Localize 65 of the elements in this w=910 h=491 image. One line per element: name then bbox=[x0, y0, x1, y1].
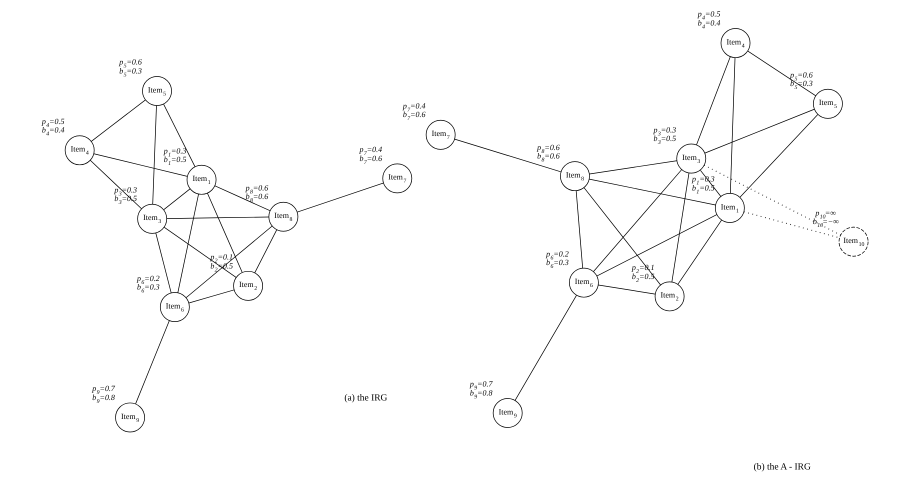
node-label: b$_{7}$=0.6 bbox=[360, 154, 382, 166]
node-circle: Item$_{6}$ bbox=[569, 268, 599, 298]
connector bbox=[296, 182, 384, 212]
connector bbox=[747, 50, 816, 96]
connector bbox=[596, 214, 718, 276]
node-circle: Item$_{2}$ bbox=[654, 282, 684, 312]
connector bbox=[93, 153, 188, 177]
connector bbox=[155, 232, 172, 294]
node-circle: Item$_{8}$ bbox=[268, 202, 298, 232]
node-circle: Item$_{6}$ bbox=[160, 292, 190, 322]
connector bbox=[188, 290, 234, 304]
node-circle: Item$_{8}$ bbox=[560, 161, 590, 192]
node-label: b$_{9}$=0.8 bbox=[92, 392, 115, 405]
node-label: b$_{1}$=0.5 bbox=[692, 183, 715, 196]
connector bbox=[678, 220, 722, 285]
node-circle: Item$_{7}$ bbox=[382, 164, 412, 194]
connector bbox=[166, 216, 270, 219]
node-circle: Item$_{1}$ bbox=[186, 164, 216, 195]
node-circle: Item$_{5}$ bbox=[142, 76, 172, 106]
connector bbox=[254, 230, 278, 274]
connector bbox=[91, 100, 146, 142]
node-circle: Item$_{10}$ bbox=[838, 226, 868, 257]
node-circle: Item$_{4}$ bbox=[720, 28, 750, 58]
node-label: b$_{2}$=0.5 bbox=[632, 272, 654, 284]
connector bbox=[588, 178, 716, 206]
node-circle: Item$_{9}$ bbox=[115, 402, 145, 432]
node-circle: Item$_{1}$ bbox=[714, 193, 745, 223]
node-label: b$_{7}$=0.6 bbox=[402, 110, 426, 122]
connector bbox=[164, 226, 237, 278]
connector bbox=[730, 57, 736, 194]
connector bbox=[744, 211, 840, 238]
connector bbox=[584, 187, 661, 286]
node-circle: Item$_{2}$ bbox=[233, 270, 263, 301]
connector bbox=[589, 160, 678, 174]
node-label: b$_{4}$=0.4 bbox=[42, 126, 65, 138]
connector bbox=[704, 108, 815, 154]
node-circle: Item$_{4}$ bbox=[64, 135, 95, 166]
connector bbox=[593, 169, 682, 272]
node-label: b$_{1}$=0.5 bbox=[164, 155, 186, 168]
connector bbox=[598, 284, 656, 294]
connector bbox=[164, 188, 190, 210]
connector bbox=[576, 190, 584, 268]
node-circle: Item$_{5}$ bbox=[813, 88, 843, 119]
label: (a) the IRG bbox=[344, 393, 388, 404]
connector bbox=[672, 172, 690, 282]
node-circle: Item$_{3}$ bbox=[676, 144, 706, 174]
node-circle: Item$_{9}$ bbox=[492, 398, 523, 428]
connector bbox=[135, 320, 170, 404]
label: (b) the A - IRG bbox=[754, 462, 811, 472]
connector bbox=[152, 105, 157, 204]
connector bbox=[514, 295, 577, 401]
node-label: b$_{5}$=0.3 bbox=[790, 79, 813, 92]
node-label: b$_{8}$=0.6 bbox=[246, 192, 268, 204]
connector bbox=[696, 56, 731, 146]
node-label: b$_{9}$=0.8 bbox=[470, 388, 493, 400]
connector bbox=[186, 226, 272, 298]
connector bbox=[90, 160, 142, 210]
node-circle: Item$_{7}$ bbox=[426, 120, 456, 150]
node-label: b$_{6}$=0.3 bbox=[546, 258, 569, 270]
connector bbox=[740, 114, 818, 198]
node-label: b$_{4}$=0.4 bbox=[698, 18, 720, 30]
connector bbox=[177, 194, 199, 294]
node-circle: Item$_{3}$ bbox=[137, 204, 168, 234]
node-label: b$_{5}$=0.3 bbox=[119, 66, 142, 78]
node-label: b$_{8}$=0.6 bbox=[537, 152, 560, 164]
